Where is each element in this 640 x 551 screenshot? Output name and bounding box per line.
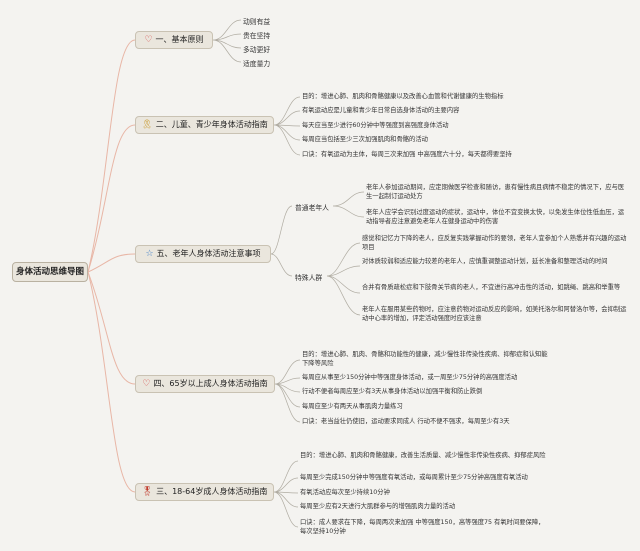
leaf: 每周至少应有2天进行大肌群参与的增强肌肉力量的活动 xyxy=(300,503,456,510)
connector-b2-leaves xyxy=(273,96,301,156)
connector-b4-leaves xyxy=(274,359,301,423)
branch-elderly-notes[interactable]: ☆ 五、老年人身体活动注意事项 xyxy=(135,245,271,263)
leaf: 行动不便者每周应至少有3天从事身体活动以加强平衡和防止跌倒 xyxy=(302,388,483,395)
leaf: 对体质较弱和适应能力较差的老年人，应慎重调整运动计划，延长准备和整理活动的时间 xyxy=(362,258,608,265)
root-title: 身体活动思维导图 xyxy=(15,266,84,277)
leaf: 目的：增进心肺、肌肉和骨骼健康，改善生活质量、减少慢性非传染性疾病、抑郁症风险 xyxy=(300,452,546,459)
leaf: 每周应当包括至少三次加强肌肉和骨骼的活动 xyxy=(302,136,428,143)
leaf: 多动更好 xyxy=(243,46,271,54)
leaf: 每周至少完成150分钟中等强度有氧活动，或每周累计至少75分钟高强度有氧活动 xyxy=(300,474,528,481)
connector-root-b2 xyxy=(87,124,136,273)
branch-children-youth[interactable]: 🎗 二、儿童、青少年身体活动指南 xyxy=(135,116,274,134)
leaf: 动则有益 xyxy=(243,18,271,26)
leaf: 适度量力 xyxy=(243,60,271,68)
connector-b3-g1 xyxy=(332,191,365,218)
connector-b1-leaves xyxy=(212,19,242,63)
leaf: 口诀：有氧运动为主体，每周三次来加强 中高强度六十分，每天都得要坚持 xyxy=(302,151,512,158)
heart-icon: ♡ xyxy=(144,34,153,45)
connector-root-b5 xyxy=(87,271,136,493)
leaf: 合并有骨质疏松症和下肢骨关节病的老人，不宜进行高冲击性的活动，如跳绳、跳高和举重… xyxy=(362,284,621,291)
branch-title: 五、老年人身体活动注意事项 xyxy=(156,249,261,259)
leaf: 口诀：老当益壮仍使旧，运动要求同成人 行动不便不强求，每周至少有3天 xyxy=(302,418,510,425)
root-node[interactable]: 身体活动思维导图 xyxy=(12,262,88,282)
branch-65-plus[interactable]: ♡ 四、65岁以上成人身体活动指南 xyxy=(135,375,275,393)
leaf: 每周应从事至少150分钟中等强度身体活动，或一周至少75分钟的高强度活动 xyxy=(302,374,518,381)
leaf: 有氧活动应每次至少持续10分钟 xyxy=(300,489,390,496)
connector-b3-groups xyxy=(270,205,293,277)
leaf: 每周应至少有两天从事肌肉力量练习 xyxy=(302,403,403,410)
group-label-special-groups: 特殊人群 xyxy=(295,274,323,282)
medal-icon: 🎖 xyxy=(141,486,154,497)
leaf: 老年人参加运动期间，应定期做医学检查和随访，患有慢性病且病情不稳定的情况下，应与… xyxy=(366,184,625,200)
branch-18-64[interactable]: 🎖 三、18-64岁成人身体活动指南 xyxy=(135,483,274,501)
branch-basic-principles[interactable]: ♡ 一、基本原则 xyxy=(135,31,213,49)
star-icon: ☆ xyxy=(145,248,154,259)
connector-root-b3 xyxy=(87,253,136,273)
branch-title: 一、基本原则 xyxy=(155,35,204,45)
branch-title: 二、儿童、青少年身体活动指南 xyxy=(155,120,268,130)
leaf: 有氧运动应是儿童和青少年日常自选身体活动的主要内容 xyxy=(302,107,460,114)
group-label-ordinary-elderly: 普通老年人 xyxy=(295,204,329,212)
ribbon-icon: 🎗 xyxy=(141,119,153,130)
leaf: 老年人在服用某些药物时，应注意药物对运动反应的影响，如美托洛尔和阿替洛尔等，会抑… xyxy=(362,306,627,322)
heart-icon: ♡ xyxy=(142,378,151,389)
branch-title: 四、65岁以上成人身体活动指南 xyxy=(153,379,268,389)
leaf: 老年人应学会识别过度运动的症状，运动中，体位不宜变换太快，以免发生体位性低血压，… xyxy=(366,209,625,225)
connector-root-b4 xyxy=(87,271,136,385)
leaf: 目的：增进心肺、肌肉和骨骼健康以及改善心血管和代谢健康的生物指标 xyxy=(302,93,504,100)
leaf: 每天应当至少进行60分钟中等强度到高强度身体活动 xyxy=(302,122,449,129)
leaf: 感觉和记忆力下降的老人，应反复实践掌握动作的要领，老年人宜参加个人熟悉并有兴趣的… xyxy=(362,235,627,251)
leaf: 口诀：成人要求在下降，每周两次来加强 中等强度150，高等强度75 有氧时间要保… xyxy=(300,519,545,535)
branch-title: 三、18-64岁成人身体活动指南 xyxy=(156,487,268,497)
connector-b5-leaves xyxy=(273,460,299,528)
connector-root-b1 xyxy=(87,39,136,273)
leaf: 贵在坚持 xyxy=(243,32,271,40)
connector-b3-g2 xyxy=(326,242,361,316)
leaf: 目的：增进心肺、肌肉、骨骼和功能性的健康，减少慢性非传染性疾病、抑郁症和认知能下… xyxy=(302,351,548,367)
